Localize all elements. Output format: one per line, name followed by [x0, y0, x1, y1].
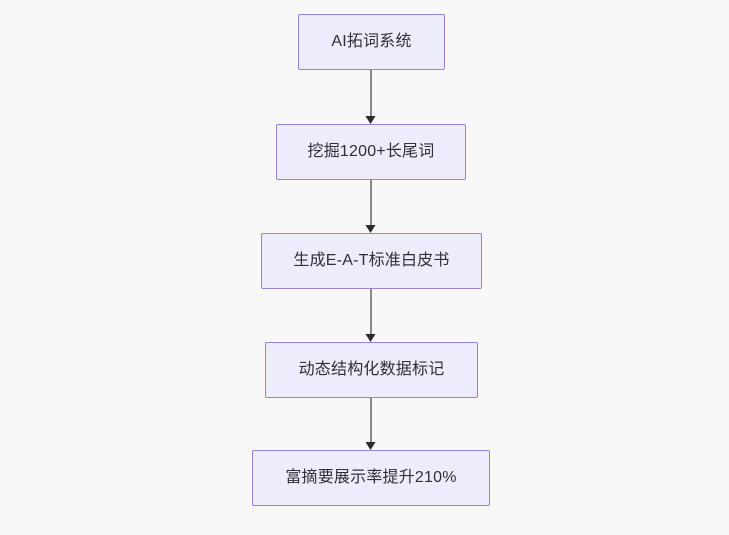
edge-line: [370, 180, 372, 225]
flow-node-generate-eat-whitepaper[interactable]: 生成E-A-T标准白皮书: [261, 233, 482, 289]
edge-line: [370, 70, 372, 116]
arrowhead-icon: [365, 442, 376, 450]
flow-node-rich-snippet-rate-increase[interactable]: 富摘要展示率提升210%: [252, 450, 490, 506]
flow-node-label: 富摘要展示率提升210%: [285, 469, 457, 486]
flow-node-label: 挖掘1200+长尾词: [307, 143, 435, 160]
edge-line: [370, 289, 372, 334]
flow-node-ai-keyword-system[interactable]: AI拓词系统: [298, 14, 445, 70]
arrowhead-icon: [365, 116, 376, 124]
flow-node-dynamic-structured-data-markup[interactable]: 动态结构化数据标记: [265, 342, 478, 398]
arrowhead-icon: [365, 225, 376, 233]
flow-node-label: 动态结构化数据标记: [298, 361, 445, 378]
arrowhead-icon: [365, 334, 376, 342]
flow-node-label: 生成E-A-T标准白皮书: [293, 252, 450, 269]
edge-line: [370, 398, 372, 442]
flow-node-mine-longtail-keywords[interactable]: 挖掘1200+长尾词: [276, 124, 466, 180]
flow-node-label: AI拓词系统: [331, 33, 412, 50]
